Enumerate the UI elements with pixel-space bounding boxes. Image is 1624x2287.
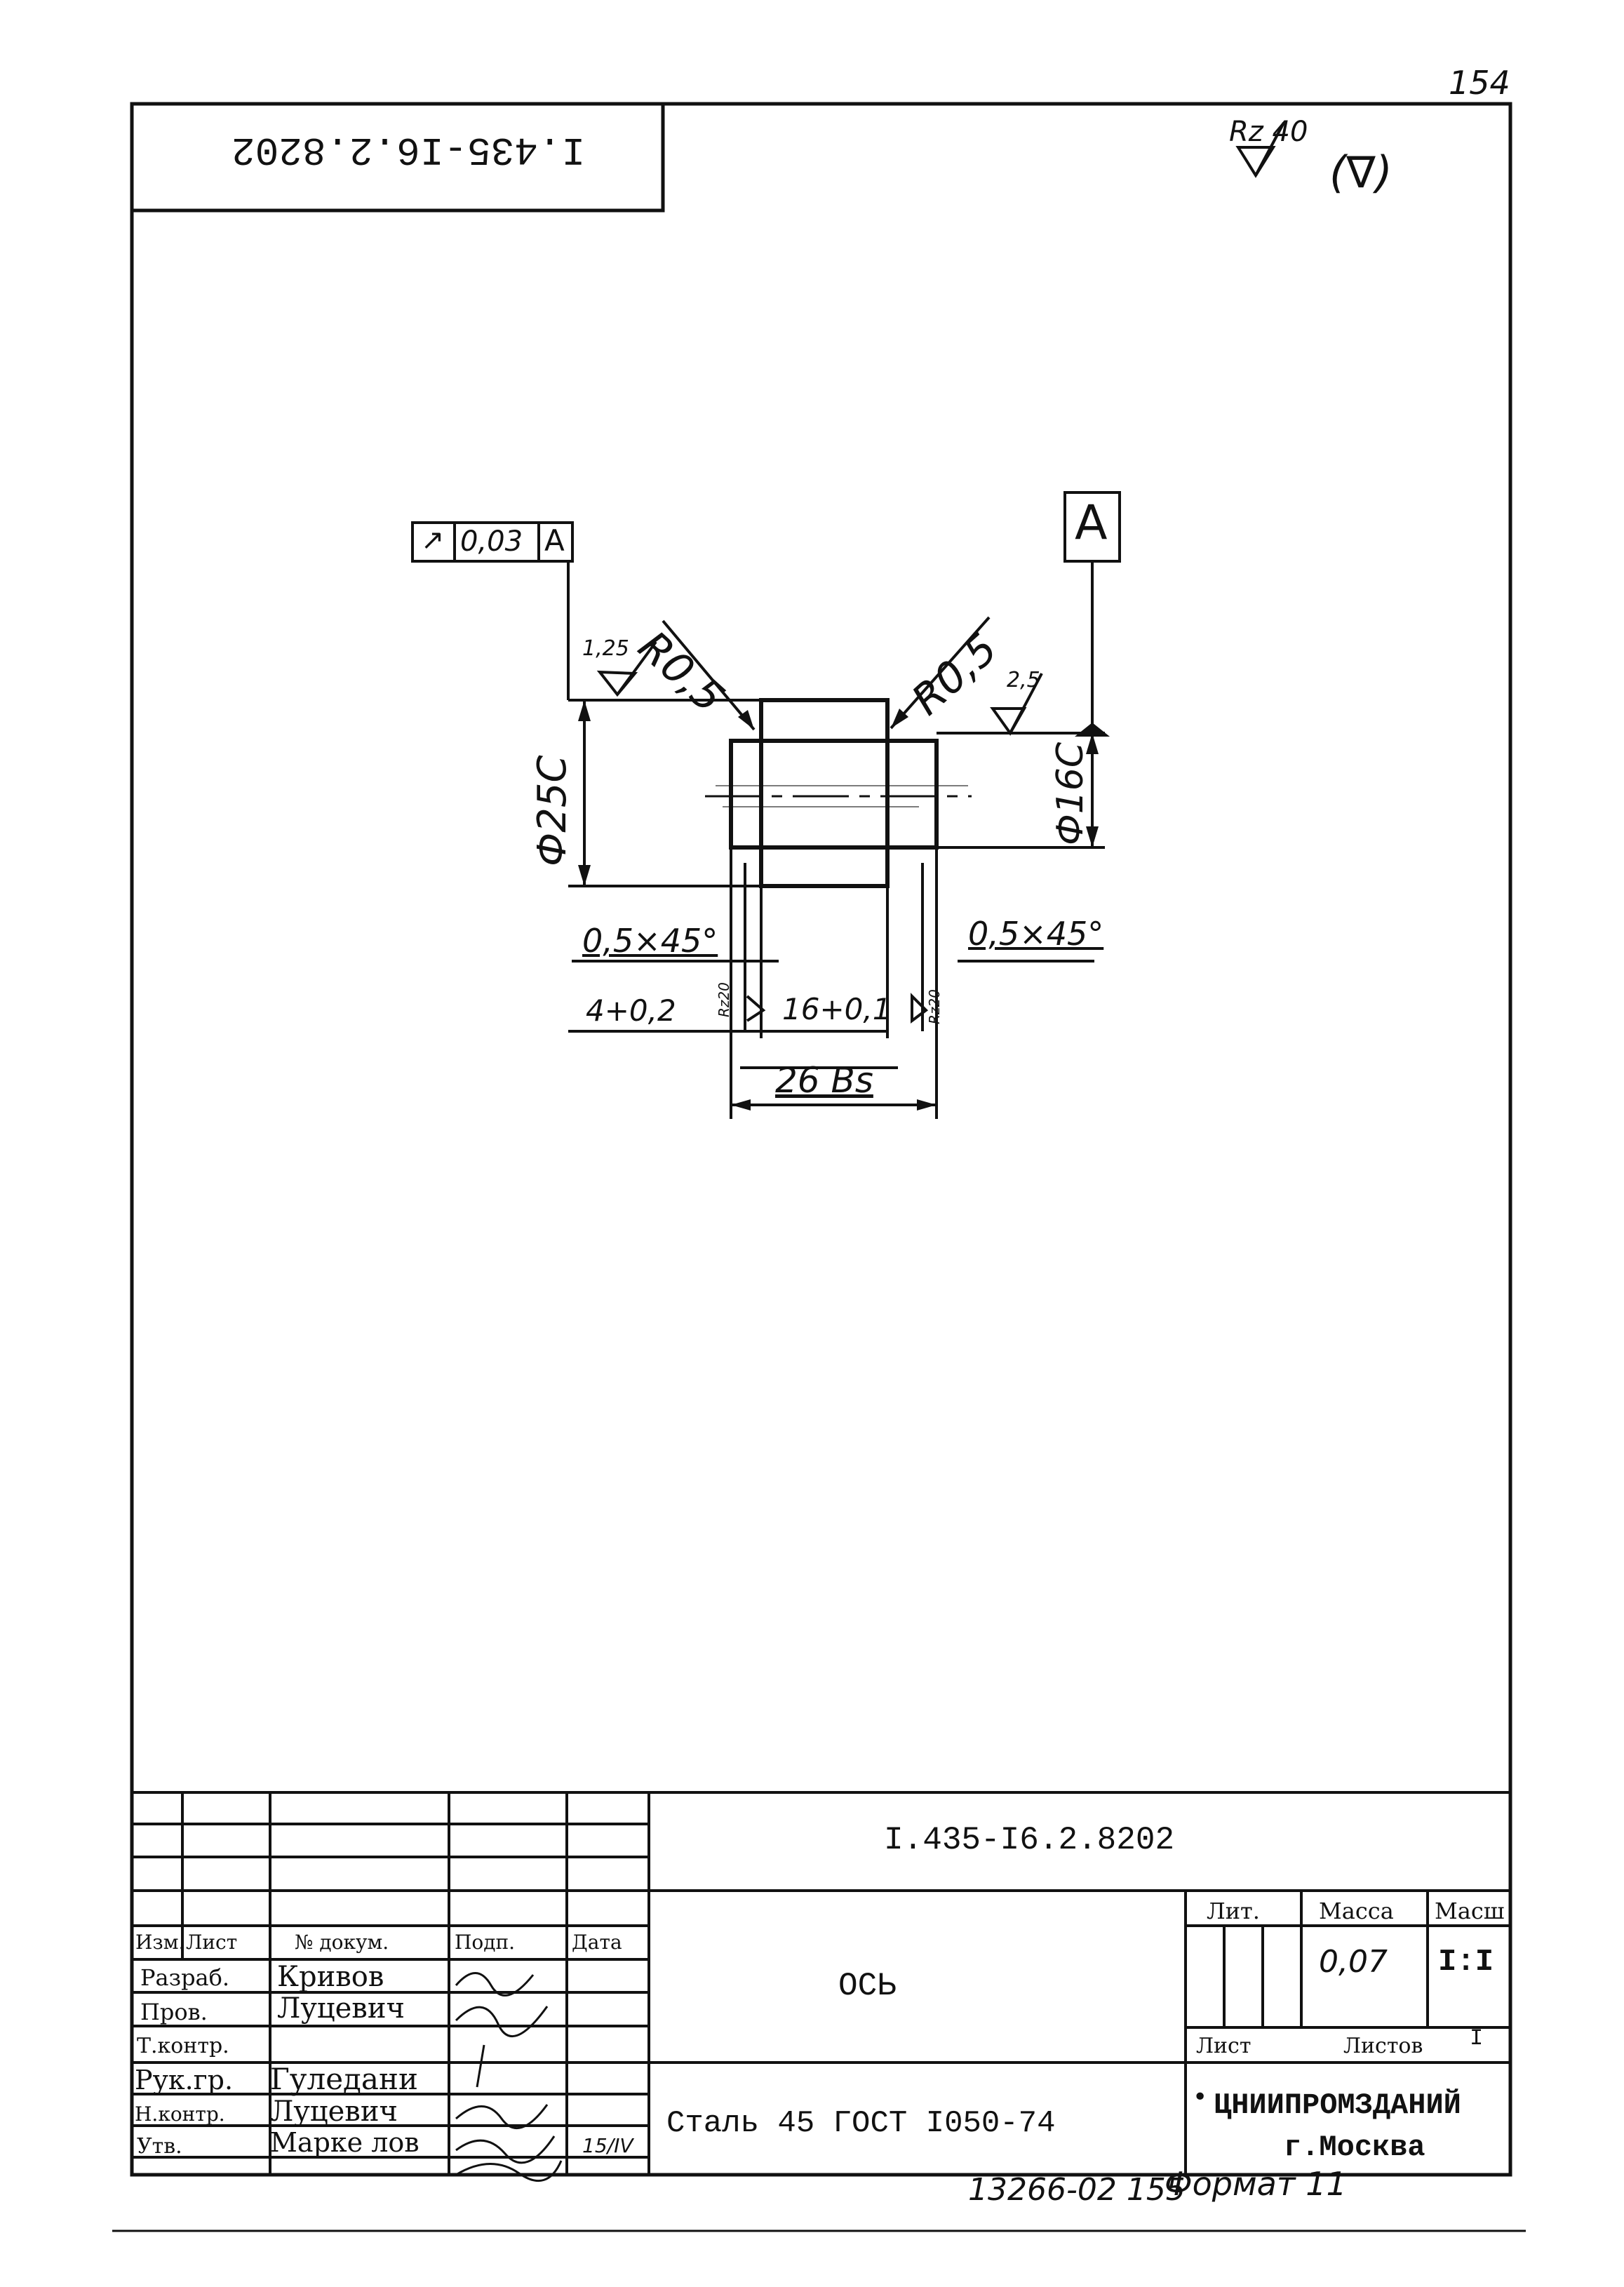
org-bullet: • bbox=[1193, 2083, 1208, 2112]
chamfer-left: 0,5×45° bbox=[582, 922, 718, 960]
mirrored-code-box bbox=[132, 104, 665, 213]
surface-finish-bracket: (∇) bbox=[1329, 147, 1393, 198]
role-4: Н.контр. bbox=[135, 2102, 225, 2126]
header-izm: Изм. bbox=[135, 1931, 185, 1954]
signature-marks bbox=[455, 1972, 563, 2182]
role-name-0: Кривов bbox=[277, 1961, 384, 1993]
header-date: Дата bbox=[572, 1931, 622, 1954]
finish-left: 1,25 bbox=[582, 636, 629, 661]
title-block-lines bbox=[132, 1791, 1510, 2175]
scale-value: I:I bbox=[1438, 1945, 1494, 1980]
header-sign: Подп. bbox=[455, 1931, 516, 1954]
surface-finish-value: Rz 40 bbox=[1229, 116, 1308, 148]
role-name-1: Луцевич bbox=[277, 1992, 405, 2025]
finish-small-right: Rz20 bbox=[926, 989, 943, 1024]
dimension-lines bbox=[567, 561, 1105, 1119]
role-name-4: Луцевич bbox=[270, 2095, 398, 2128]
role-1: Пров. bbox=[140, 1999, 208, 2025]
sheet-frame bbox=[130, 102, 1512, 2177]
designation: I.435-I6.2.8202 bbox=[884, 1822, 1175, 1858]
part-outline bbox=[729, 698, 939, 888]
header-sheets: Листов bbox=[1343, 2034, 1423, 2058]
mirrored-code: I.435-I6.2.8202 bbox=[231, 127, 586, 172]
chamfer-right: 0,5×45° bbox=[968, 915, 1104, 953]
mass-value: 0,07 bbox=[1319, 1944, 1388, 1980]
header-doc: № докум. bbox=[295, 1931, 389, 1954]
header-scale: Масш bbox=[1435, 1898, 1505, 1924]
tolerance-frame bbox=[411, 521, 574, 563]
role-name-5: Марке лов bbox=[270, 2127, 420, 2158]
finish-triangles bbox=[596, 122, 1285, 1024]
datum-box bbox=[1063, 491, 1121, 563]
tolerance-value: 0,03 bbox=[460, 525, 523, 558]
tolerance-datum: A bbox=[544, 523, 565, 558]
city: г.Москва bbox=[1284, 2131, 1425, 2164]
sheet-number: 154 bbox=[1449, 64, 1510, 102]
sheets-value: I bbox=[1470, 2025, 1484, 2051]
role-2: Т.контр. bbox=[137, 2034, 229, 2058]
organization: ЦНИИПРОМЗДАНИЙ bbox=[1214, 2088, 1461, 2122]
dia-outer: Ф25С bbox=[530, 755, 575, 866]
date-note: 15/IV bbox=[582, 2134, 633, 2157]
role-0: Разраб. bbox=[140, 1964, 230, 1991]
role-3: Рук.гр. bbox=[135, 2065, 234, 2095]
material: Сталь 45 ГОСТ I050-74 bbox=[666, 2106, 1056, 2141]
tolerance-symbol: ↗ bbox=[421, 524, 445, 556]
header-list: Лист bbox=[186, 1931, 238, 1954]
dia-inner: Ф16С bbox=[1049, 742, 1092, 845]
datum-label: A bbox=[1075, 495, 1108, 551]
header-sheet: Лист bbox=[1196, 2034, 1251, 2058]
finish-right: 2,5 bbox=[1007, 668, 1040, 692]
finish-small-left: Rz20 bbox=[716, 982, 732, 1017]
part-name: ОСЬ bbox=[838, 1968, 897, 2004]
len-left: 4+0,2 bbox=[586, 993, 676, 1028]
header-mass: Масса bbox=[1319, 1898, 1394, 1924]
footer-code: 13266-02 155 bbox=[968, 2172, 1186, 2208]
footer-format: Формат 11 bbox=[1165, 2165, 1347, 2203]
len-total: 26 Вs bbox=[775, 1060, 873, 1101]
role-name-3: Гуледани bbox=[270, 2062, 418, 2096]
role-5: Утв. bbox=[137, 2134, 182, 2159]
arrow-heads bbox=[578, 700, 1110, 1111]
len-mid: 16+0,1 bbox=[782, 992, 892, 1026]
header-lit: Лит. bbox=[1207, 1898, 1260, 1924]
